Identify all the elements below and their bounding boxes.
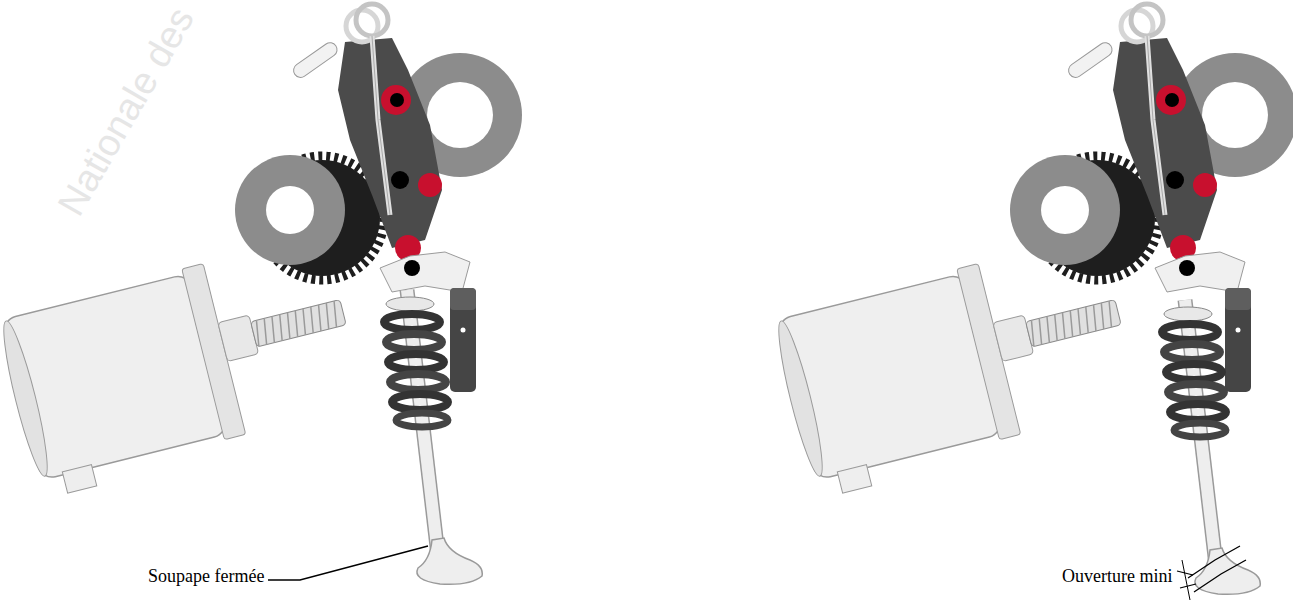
dimension-tick [1177, 571, 1196, 588]
seat-line [1188, 546, 1240, 578]
caption-label: Soupape fermée [148, 566, 264, 587]
valve-closed [384, 290, 482, 584]
leader-line [268, 546, 428, 580]
valve-face-line [1194, 560, 1246, 592]
caption-label: Ouverture mini [1062, 566, 1172, 587]
watermark: Nationale des [49, 0, 202, 223]
dimension-line [1182, 560, 1190, 600]
valve-open [1162, 300, 1260, 594]
